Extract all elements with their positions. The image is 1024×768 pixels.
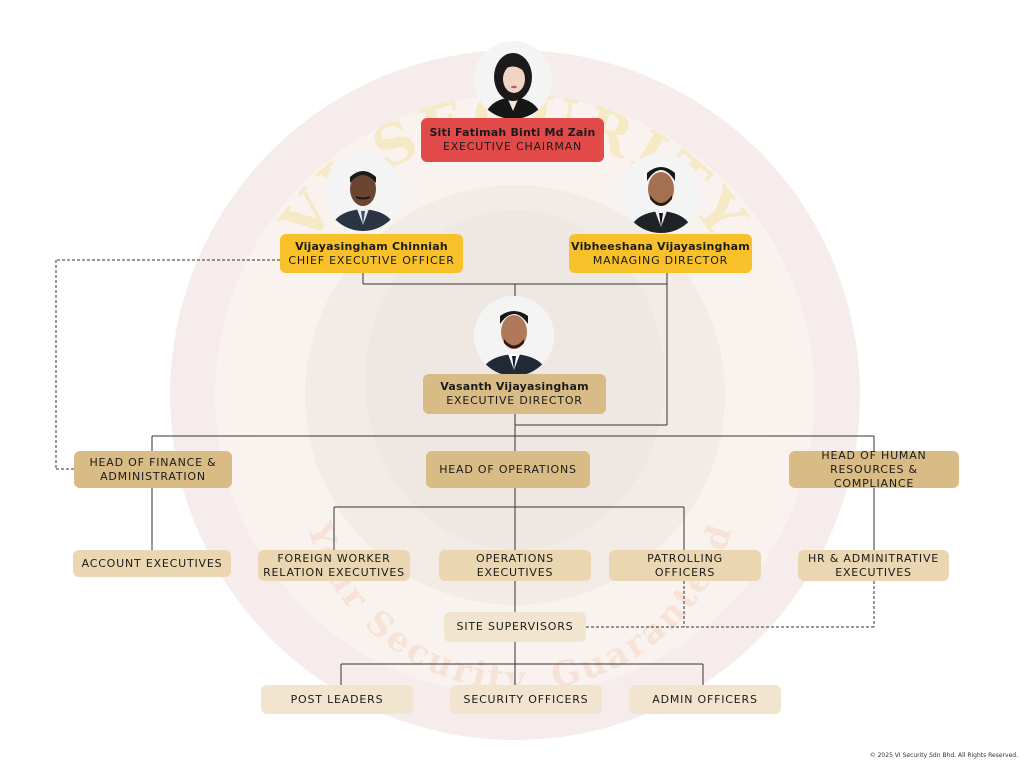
post-leaders-box: POST LEADERS bbox=[261, 685, 413, 714]
ceo-name: Vijayasingham Chinniah bbox=[295, 239, 448, 253]
site-supervisors-label: SITE SUPERVISORS bbox=[456, 620, 574, 633]
chairman-role: EXECUTIVE CHAIRMAN bbox=[442, 140, 583, 153]
hr-executives-box: HR & ADMINITRATIVE EXECUTIVES bbox=[798, 550, 949, 581]
head-of-finance-box: HEAD OF FINANCE & ADMINISTRATION bbox=[74, 451, 232, 488]
admin-officers-label: ADMIN OFFICERS bbox=[652, 692, 758, 706]
patrolling-officers-line1: PATROLLING bbox=[647, 551, 723, 565]
head-of-finance-line2: ADMINISTRATION bbox=[100, 469, 206, 483]
head-of-hr-line1: HEAD OF HUMAN bbox=[821, 448, 927, 462]
ed-role: EXECUTIVE DIRECTOR bbox=[446, 394, 583, 407]
foreign-worker-line1: FOREIGN WORKER bbox=[277, 551, 391, 565]
foreign-worker-line2: RELATION EXECUTIVES bbox=[263, 565, 405, 579]
md-role: MANAGING DIRECTOR bbox=[592, 253, 729, 267]
chairman-card: Siti Fatimah Binti Md Zain EXECUTIVE CHA… bbox=[421, 118, 604, 162]
ceo-role: CHIEF EXECUTIVE OFFICER bbox=[288, 253, 455, 267]
account-executives-box: ACCOUNT EXECUTIVES bbox=[73, 550, 231, 577]
md-photo bbox=[621, 153, 701, 233]
admin-officers-box: ADMIN OFFICERS bbox=[629, 685, 781, 714]
ed-photo bbox=[474, 296, 554, 376]
hr-executives-line2: EXECUTIVES bbox=[835, 565, 912, 579]
site-supervisors-box: SITE SUPERVISORS bbox=[444, 612, 586, 642]
head-of-hr-box: HEAD OF HUMAN RESOURCES & COMPLIANCE bbox=[789, 448, 959, 490]
operations-executives-box: OPERATIONS EXECUTIVES bbox=[439, 550, 591, 581]
security-officers-box: SECURITY OFFICERS bbox=[450, 685, 602, 714]
ceo-card: Vijayasingham Chinniah CHIEF EXECUTIVE O… bbox=[280, 234, 463, 273]
head-of-hr-line2: RESOURCES & COMPLIANCE bbox=[830, 462, 918, 490]
foreign-worker-box: FOREIGN WORKER RELATION EXECUTIVES bbox=[258, 550, 410, 581]
ed-name: Vasanth Vijayasingham bbox=[440, 380, 589, 393]
chairman-name: Siti Fatimah Binti Md Zain bbox=[429, 126, 596, 139]
operations-executives-line1: OPERATIONS bbox=[476, 551, 554, 565]
md-card: Vibheeshana Vijayasingham MANAGING DIREC… bbox=[569, 234, 752, 273]
patrolling-officers-box: PATROLLING OFFICERS bbox=[609, 550, 761, 581]
chairman-photo bbox=[474, 41, 552, 119]
patrolling-officers-line2: OFFICERS bbox=[654, 565, 716, 579]
md-name: Vibheeshana Vijayasingham bbox=[571, 239, 750, 253]
copyright-footer: © 2025 VI Security Sdn Bhd. All Rights R… bbox=[869, 752, 1018, 759]
head-of-operations-label: HEAD OF OPERATIONS bbox=[439, 462, 577, 476]
ceo-photo bbox=[324, 153, 402, 231]
post-leaders-label: POST LEADERS bbox=[290, 692, 384, 706]
head-of-operations-box: HEAD OF OPERATIONS bbox=[426, 451, 590, 488]
ed-card: Vasanth Vijayasingham EXECUTIVE DIRECTOR bbox=[423, 374, 606, 414]
hr-executives-line1: HR & ADMINITRATIVE bbox=[807, 551, 940, 565]
operations-executives-line2: EXECUTIVES bbox=[476, 565, 554, 579]
head-of-finance-line1: HEAD OF FINANCE & bbox=[89, 455, 217, 469]
account-executives-label: ACCOUNT EXECUTIVES bbox=[81, 556, 223, 570]
security-officers-label: SECURITY OFFICERS bbox=[463, 692, 589, 706]
